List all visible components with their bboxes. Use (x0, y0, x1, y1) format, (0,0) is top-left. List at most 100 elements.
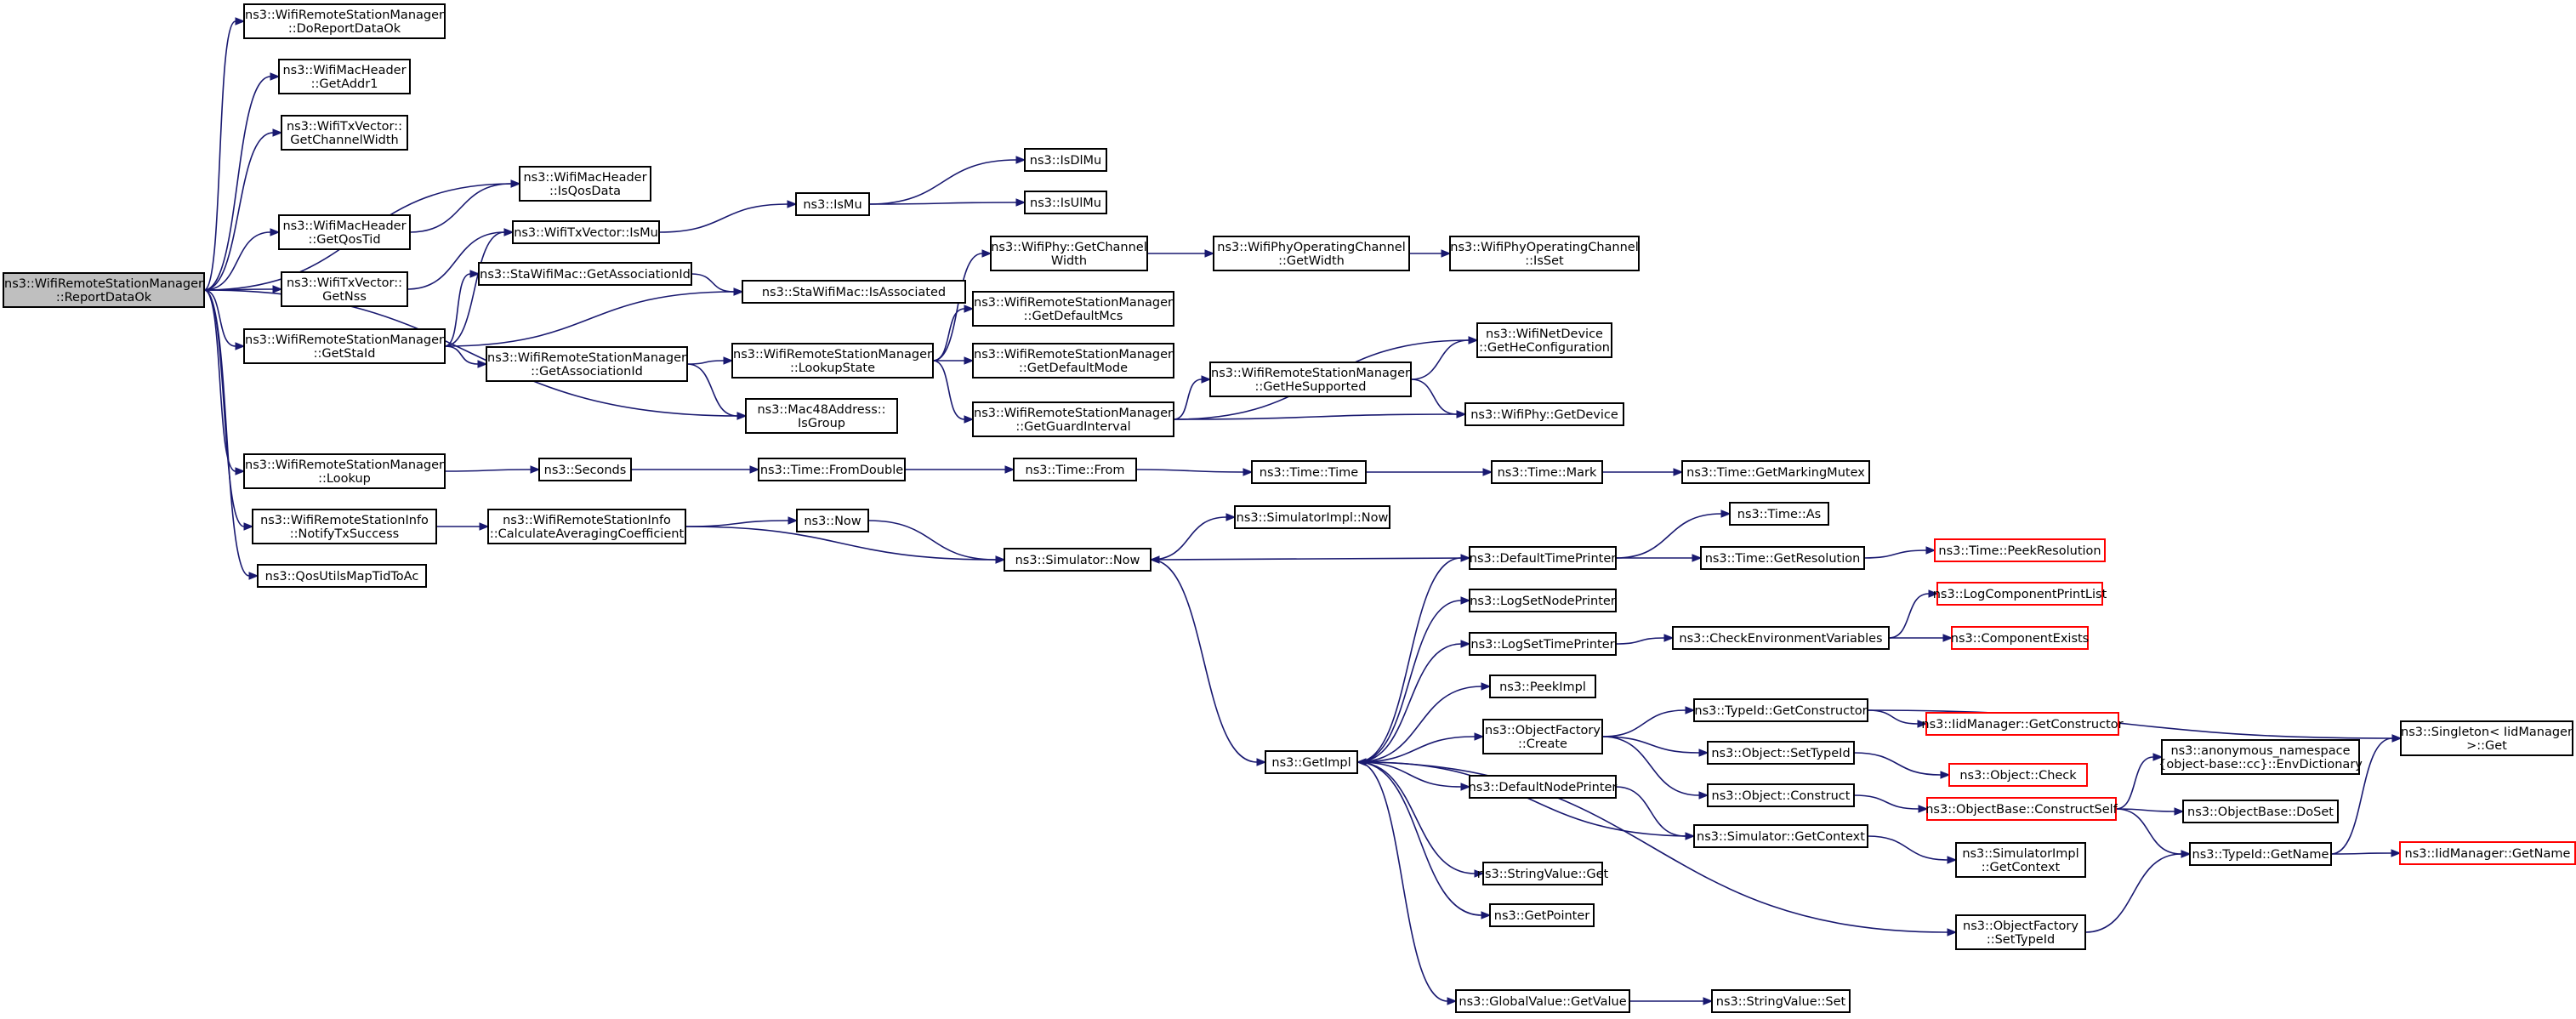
edge-ns3-wifiremotestationmanager-gethesupported-to-ns3-wifinetdevice-getheconfiguration (1410, 336, 1479, 380)
node-ns3-wifiremotestationmanager-getdefaultmode[interactable]: ns3::WifiRemoteStationManager::GetDefaul… (972, 343, 1174, 379)
node-ns3-wifiremotestationmanager-lookupstate[interactable]: ns3::WifiRemoteStationManager::LookupSta… (731, 343, 934, 379)
node-label: ns3::SimulatorImpl (1962, 847, 2078, 861)
node-label: ns3::WifiTxVector:: (287, 120, 402, 134)
node-label: ns3::anonymous_namespace (2170, 744, 2350, 758)
node-ns3-wifiphy-getchannelwidth[interactable]: ns3::WifiPhy::GetChannelWidth (990, 236, 1148, 271)
node-ns3-time-time[interactable]: ns3::Time::Time (1251, 460, 1367, 484)
node-box (252, 509, 437, 544)
node-ns3-simulatorimpl-now[interactable]: ns3::SimulatorImpl::Now (1234, 505, 1390, 529)
node-ns3-iidmanager-getconstructor[interactable]: ns3::IidManager::GetConstructor (1921, 712, 2124, 736)
node-ns3-objectbase-constructself[interactable]: ns3::ObjectBase::ConstructSelf (1925, 797, 2118, 821)
edge-line (444, 345, 479, 365)
node-ns3-wifiphyoperatingchannel-isset[interactable]: ns3::WifiPhyOperatingChannel::IsSet (1449, 236, 1640, 271)
node-ns3-singleton-iidmanager-get[interactable]: ns3::Singleton< IidManager >::Get (2400, 720, 2573, 756)
node-ns3-objectfactory-settypeid[interactable]: ns3::ObjectFactory::SetTypeId (1955, 914, 2086, 950)
node-ns3-stringvalue-get[interactable]: ns3::StringValue::Get (1477, 862, 1609, 885)
node-box (1951, 626, 2089, 650)
node-ns3-wifimacheader-isqosdata[interactable]: ns3::WifiMacHeader::IsQosData (519, 166, 651, 202)
edge-ns3-wifiremotestationinfo-calculateaveragingcoefficient-to-ns3-now (685, 516, 799, 527)
edge-line (1173, 413, 1458, 420)
node-label: ::GetDefaultMode (1019, 361, 1128, 375)
edge-line (203, 289, 236, 347)
node-ns3-wifitxvector-getchannelwidth[interactable]: ns3::WifiTxVector::GetChannelWidth (281, 115, 408, 151)
node-ns3-checkenvironmentvariables[interactable]: ns3::CheckEnvironmentVariables (1672, 626, 1890, 650)
edge-arrowhead (1460, 596, 1471, 605)
edge-line (203, 132, 274, 291)
node-ns3-wifiremotestationmanager-getstaid[interactable]: ns3::WifiRemoteStationManager::GetStaId (243, 328, 446, 364)
node-ns3-logcomponentprintlist[interactable]: ns3::LogComponentPrintList (1933, 582, 2107, 606)
node-ns3-peekimpl[interactable]: ns3::PeekImpl (1489, 675, 1596, 698)
node-ns3-iidmanager-getname[interactable]: ns3::IidManager::GetName (2399, 841, 2576, 865)
node-ns3-anonymous-namespace-object-base-cc-envdictionary[interactable]: ns3::anonymous_namespace{object-base::cc… (2158, 739, 2363, 775)
node-box (1024, 148, 1107, 172)
node-ns3-object-settypeid[interactable]: ns3::Object::SetTypeId (1707, 741, 1855, 765)
node-label: ::GetAssociationId (531, 365, 643, 379)
node-ns3-time-getmarkingmutex[interactable]: ns3::Time::GetMarkingMutex (1681, 460, 1870, 484)
node-ns3-mac48address-isgroup[interactable]: ns3::Mac48Address::IsGroup (745, 398, 898, 434)
node-ns3-isulmu[interactable]: ns3::IsUlMu (1024, 191, 1107, 214)
node-ns3-wifimacheader-getqostid[interactable]: ns3::WifiMacHeader::GetQosTid (278, 214, 411, 250)
node-ns3-logsettimeprinter[interactable]: ns3::LogSetTimePrinter (1469, 632, 1617, 656)
node-ns3-time-fromdouble[interactable]: ns3::Time::FromDouble (758, 458, 906, 481)
node-ns3-ismu[interactable]: ns3::IsMu (795, 192, 870, 216)
node-ns3-wifiremotestationinfo-calculateaveragingcoefficient[interactable]: ns3::WifiRemoteStationInfo::CalculateAve… (487, 509, 686, 544)
node-ns3-object-check[interactable]: ns3::Object::Check (1948, 763, 2088, 787)
node-ns3-wifinetdevice-getheconfiguration[interactable]: ns3::WifiNetDevice::GetHeConfiguration (1476, 322, 1612, 358)
node-ns3-wifiremotestationmanager-gethesupported[interactable]: ns3::WifiRemoteStationManager::GetHeSupp… (1209, 361, 1412, 397)
node-ns3-simulator-now[interactable]: ns3::Simulator::Now (1004, 548, 1152, 572)
node-ns3-logsetnodeprinter[interactable]: ns3::LogSetNodePrinter (1469, 589, 1617, 612)
node-ns3-wifiremotestationmanager-doreportdataok[interactable]: ns3::WifiRemoteStationManager::DoReportD… (243, 3, 446, 39)
node-ns3-qosutilsmaptidtoac[interactable]: ns3::QosUtilsMapTidToAc (257, 564, 427, 588)
node-label: IsGroup (798, 417, 845, 430)
node-ns3-wifiphyoperatingchannel-getwidth[interactable]: ns3::WifiPhyOperatingChannel::GetWidth (1213, 236, 1410, 271)
edge-ns3-wifiremotestationmanager-reportdataok-to-ns3-wifimacheader-getqostid (203, 228, 281, 291)
node-ns3-wifiremotestationmanager-getdefaultmcs[interactable]: ns3::WifiRemoteStationManager::GetDefaul… (972, 291, 1174, 327)
edge-ns3-logsettimeprinter-to-ns3-checkenvironmentvariables (1615, 634, 1675, 645)
node-ns3-wifiphy-getdevice[interactable]: ns3::WifiPhy::GetDevice (1464, 402, 1624, 426)
node-ns3-seconds[interactable]: ns3::Seconds (538, 458, 632, 481)
node-label: ns3::WifiRemoteStationManager (245, 9, 444, 22)
node-box (1482, 862, 1603, 885)
node-ns3-wifiremotestationmanager-lookup[interactable]: ns3::WifiRemoteStationManager::Lookup (243, 453, 446, 489)
node-ns3-globalvalue-getvalue[interactable]: ns3::GlobalValue::GetValue (1455, 989, 1630, 1013)
node-ns3-wifiremotestationmanager-getassociationid[interactable]: ns3::WifiRemoteStationManager::GetAssoci… (486, 346, 688, 382)
node-ns3-simulatorimpl-getcontext[interactable]: ns3::SimulatorImpl::GetContext (1955, 842, 2086, 878)
edge-ns3-getimpl-to-ns3-logsetnodeprinter (1356, 596, 1471, 763)
node-ns3-defaulttimeprinter[interactable]: ns3::DefaultTimePrinter (1469, 546, 1617, 570)
node-ns3-objectfactory-create[interactable]: ns3::ObjectFactory::Create (1482, 719, 1603, 754)
node-ns3-time-getresolution[interactable]: ns3::Time::GetResolution (1700, 546, 1865, 570)
edge-ns3-wifiremotestationmanager-getguardinterval-to-ns3-wifiremotestationmanager-gethesupported (1173, 375, 1212, 420)
edge-ns3-ismu-to-ns3-isulmu (868, 198, 1026, 207)
node-box (1925, 712, 2119, 736)
node-ns3-wifimacheader-getaddr1[interactable]: ns3::WifiMacHeader::GetAddr1 (278, 59, 411, 94)
edge-line (1888, 593, 1930, 639)
node-ns3-wifiremotestationmanager-reportdataok[interactable]: ns3::WifiRemoteStationManager::ReportDat… (3, 272, 205, 308)
node-ns3-time-peekresolution[interactable]: ns3::Time::PeekResolution (1934, 538, 2106, 562)
node-box (742, 280, 966, 304)
node-ns3-typeid-getname[interactable]: ns3::TypeId::GetName (2189, 842, 2332, 866)
node-label: ns3::Time::GetMarkingMutex (1686, 466, 1865, 480)
node-ns3-stawifimac-isassociated[interactable]: ns3::StaWifiMac::IsAssociated (742, 280, 966, 304)
node-ns3-wifiremotestationinfo-notifytxsuccess[interactable]: ns3::WifiRemoteStationInfo::NotifyTxSucc… (252, 509, 437, 544)
node-ns3-isdlmu[interactable]: ns3::IsDlMu (1024, 148, 1107, 172)
node-ns3-wifiremotestationmanager-getguardinterval[interactable]: ns3::WifiRemoteStationManager::GetGuardI… (972, 401, 1174, 437)
node-ns3-defaultnodeprinter[interactable]: ns3::DefaultNodePrinter (1469, 775, 1618, 799)
node-ns3-componentexists[interactable]: ns3::ComponentExists (1951, 626, 2090, 650)
node-ns3-now[interactable]: ns3::Now (796, 509, 869, 532)
node-ns3-wifitxvector-getnss[interactable]: ns3::WifiTxVector::GetNss (281, 271, 408, 307)
node-ns3-stringvalue-set[interactable]: ns3::StringValue::Set (1711, 989, 1851, 1013)
node-ns3-time-as[interactable]: ns3::Time::As (1729, 502, 1829, 526)
node-ns3-getimpl[interactable]: ns3::GetImpl (1265, 750, 1358, 774)
node-ns3-simulator-getcontext[interactable]: ns3::Simulator::GetContext (1693, 824, 1868, 848)
node-ns3-wifitxvector-ismu[interactable]: ns3::WifiTxVector::IsMu (512, 220, 660, 244)
edge-ns3-objectfactory-settypeid-to-ns3-typeid-getname (2084, 850, 2192, 933)
node-ns3-time-mark[interactable]: ns3::Time::Mark (1491, 460, 1603, 484)
node-ns3-objectbase-doset[interactable]: ns3::ObjectBase::DoSet (2182, 800, 2339, 823)
node-ns3-stawifimac-getassociationid[interactable]: ns3::StaWifiMac::GetAssociationId (478, 262, 692, 286)
edge-arrowhead (510, 179, 521, 188)
edge-line (1150, 516, 1227, 561)
node-ns3-getpointer[interactable]: ns3::GetPointer (1489, 903, 1595, 927)
node-ns3-time-from[interactable]: ns3::Time::From (1013, 458, 1137, 481)
node-ns3-object-construct[interactable]: ns3::Object::Construct (1707, 783, 1855, 807)
node-ns3-typeid-getconstructor[interactable]: ns3::TypeId::GetConstructor (1693, 698, 1868, 722)
